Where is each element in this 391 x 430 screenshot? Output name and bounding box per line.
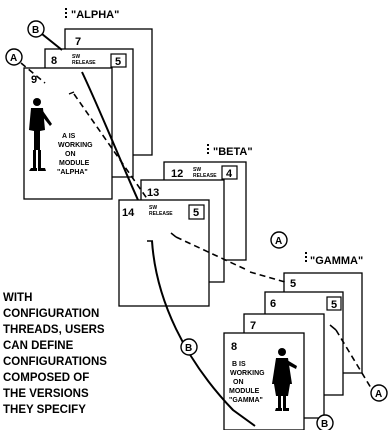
marker-b-top: B: [28, 21, 44, 37]
gamma-note-line4: MODULE: [229, 388, 260, 395]
caption-line-2: CONFIGURATION: [3, 308, 99, 320]
alpha-card-middle-number: 8: [51, 55, 57, 67]
beta-top-release-number: 4: [226, 168, 233, 180]
gamma-note-line3: ON: [233, 379, 244, 386]
marker-a-middle-label: A: [275, 236, 282, 247]
beta-tick-marks: [207, 144, 209, 154]
beta-card-middle-number: 13: [147, 187, 159, 199]
alpha-note-line2: WORKING: [58, 142, 93, 149]
caption-line-5: CONFIGURATIONS: [3, 356, 107, 368]
gamma-card-front-number: 8: [231, 341, 237, 353]
thread-a-segment-beta-gamma: [250, 272, 285, 282]
alpha-note-line4: MODULE: [59, 160, 90, 167]
caption-line-6: COMPOSED OF: [3, 372, 89, 384]
marker-b-middle-label: B: [185, 343, 192, 354]
alpha-stack: "ALPHA" 7 8 SW RELEASE 5 9 A IS WORKING …: [24, 8, 152, 199]
caption-line-1: WITH: [3, 292, 32, 304]
marker-a-bottom: A: [371, 385, 387, 401]
marker-b-top-label: B: [32, 25, 39, 36]
marker-a-top-label: A: [10, 53, 17, 64]
thread-b-segment-start: [42, 34, 62, 50]
marker-a-top: A: [6, 49, 22, 65]
gamma-card-back-number: 5: [290, 278, 296, 290]
caption-line-3: THREADS, USERS: [3, 324, 105, 336]
caption-line-7: THE VERSIONS: [3, 388, 89, 400]
beta-release-label-line2: RELEASE: [149, 211, 173, 217]
marker-a-bottom-label: A: [375, 389, 382, 400]
alpha-tick-marks: [65, 8, 67, 18]
alpha-note-line1: A IS: [62, 133, 76, 140]
beta-top-release-label-line2: RELEASE: [193, 173, 217, 179]
alpha-card-back-number: 7: [75, 36, 81, 48]
alpha-card-front-number: 9: [31, 74, 37, 86]
beta-release-number: 5: [193, 207, 199, 219]
marker-b-middle: B: [181, 339, 197, 355]
gamma-card-third-number: 6: [270, 298, 276, 310]
gamma-name: "GAMMA": [310, 255, 363, 267]
marker-b-bottom-label: B: [321, 419, 328, 430]
gamma-release-number: 5: [331, 299, 337, 311]
beta-stack: "BETA" 12 SW RELEASE 4 13 14 SW RELEASE …: [119, 144, 253, 306]
beta-name: "BETA": [213, 146, 253, 158]
alpha-note-line5: "ALPHA": [57, 169, 88, 176]
alpha-release-number: 5: [115, 56, 121, 68]
gamma-note-line2: WORKING: [230, 370, 265, 377]
caption-line-4: CAN DEFINE: [3, 340, 74, 352]
alpha-name: "ALPHA": [71, 9, 119, 21]
caption-line-8: THEY SPECIFY: [3, 404, 86, 416]
gamma-note-line1: B IS: [232, 361, 246, 368]
gamma-tick-marks: [305, 252, 307, 262]
marker-b-bottom: B: [317, 415, 333, 430]
gamma-note-line5: "GAMMA": [229, 397, 263, 404]
alpha-release-label-line2: RELEASE: [72, 60, 96, 66]
beta-card-back-number: 12: [171, 168, 183, 180]
gamma-card-second-number: 7: [250, 320, 256, 332]
marker-a-middle: A: [271, 232, 287, 248]
alpha-note-line3: ON: [65, 151, 76, 158]
caption: WITH CONFIGURATION THREADS, USERS CAN DE…: [3, 292, 107, 416]
beta-card-front-number: 14: [122, 207, 135, 219]
